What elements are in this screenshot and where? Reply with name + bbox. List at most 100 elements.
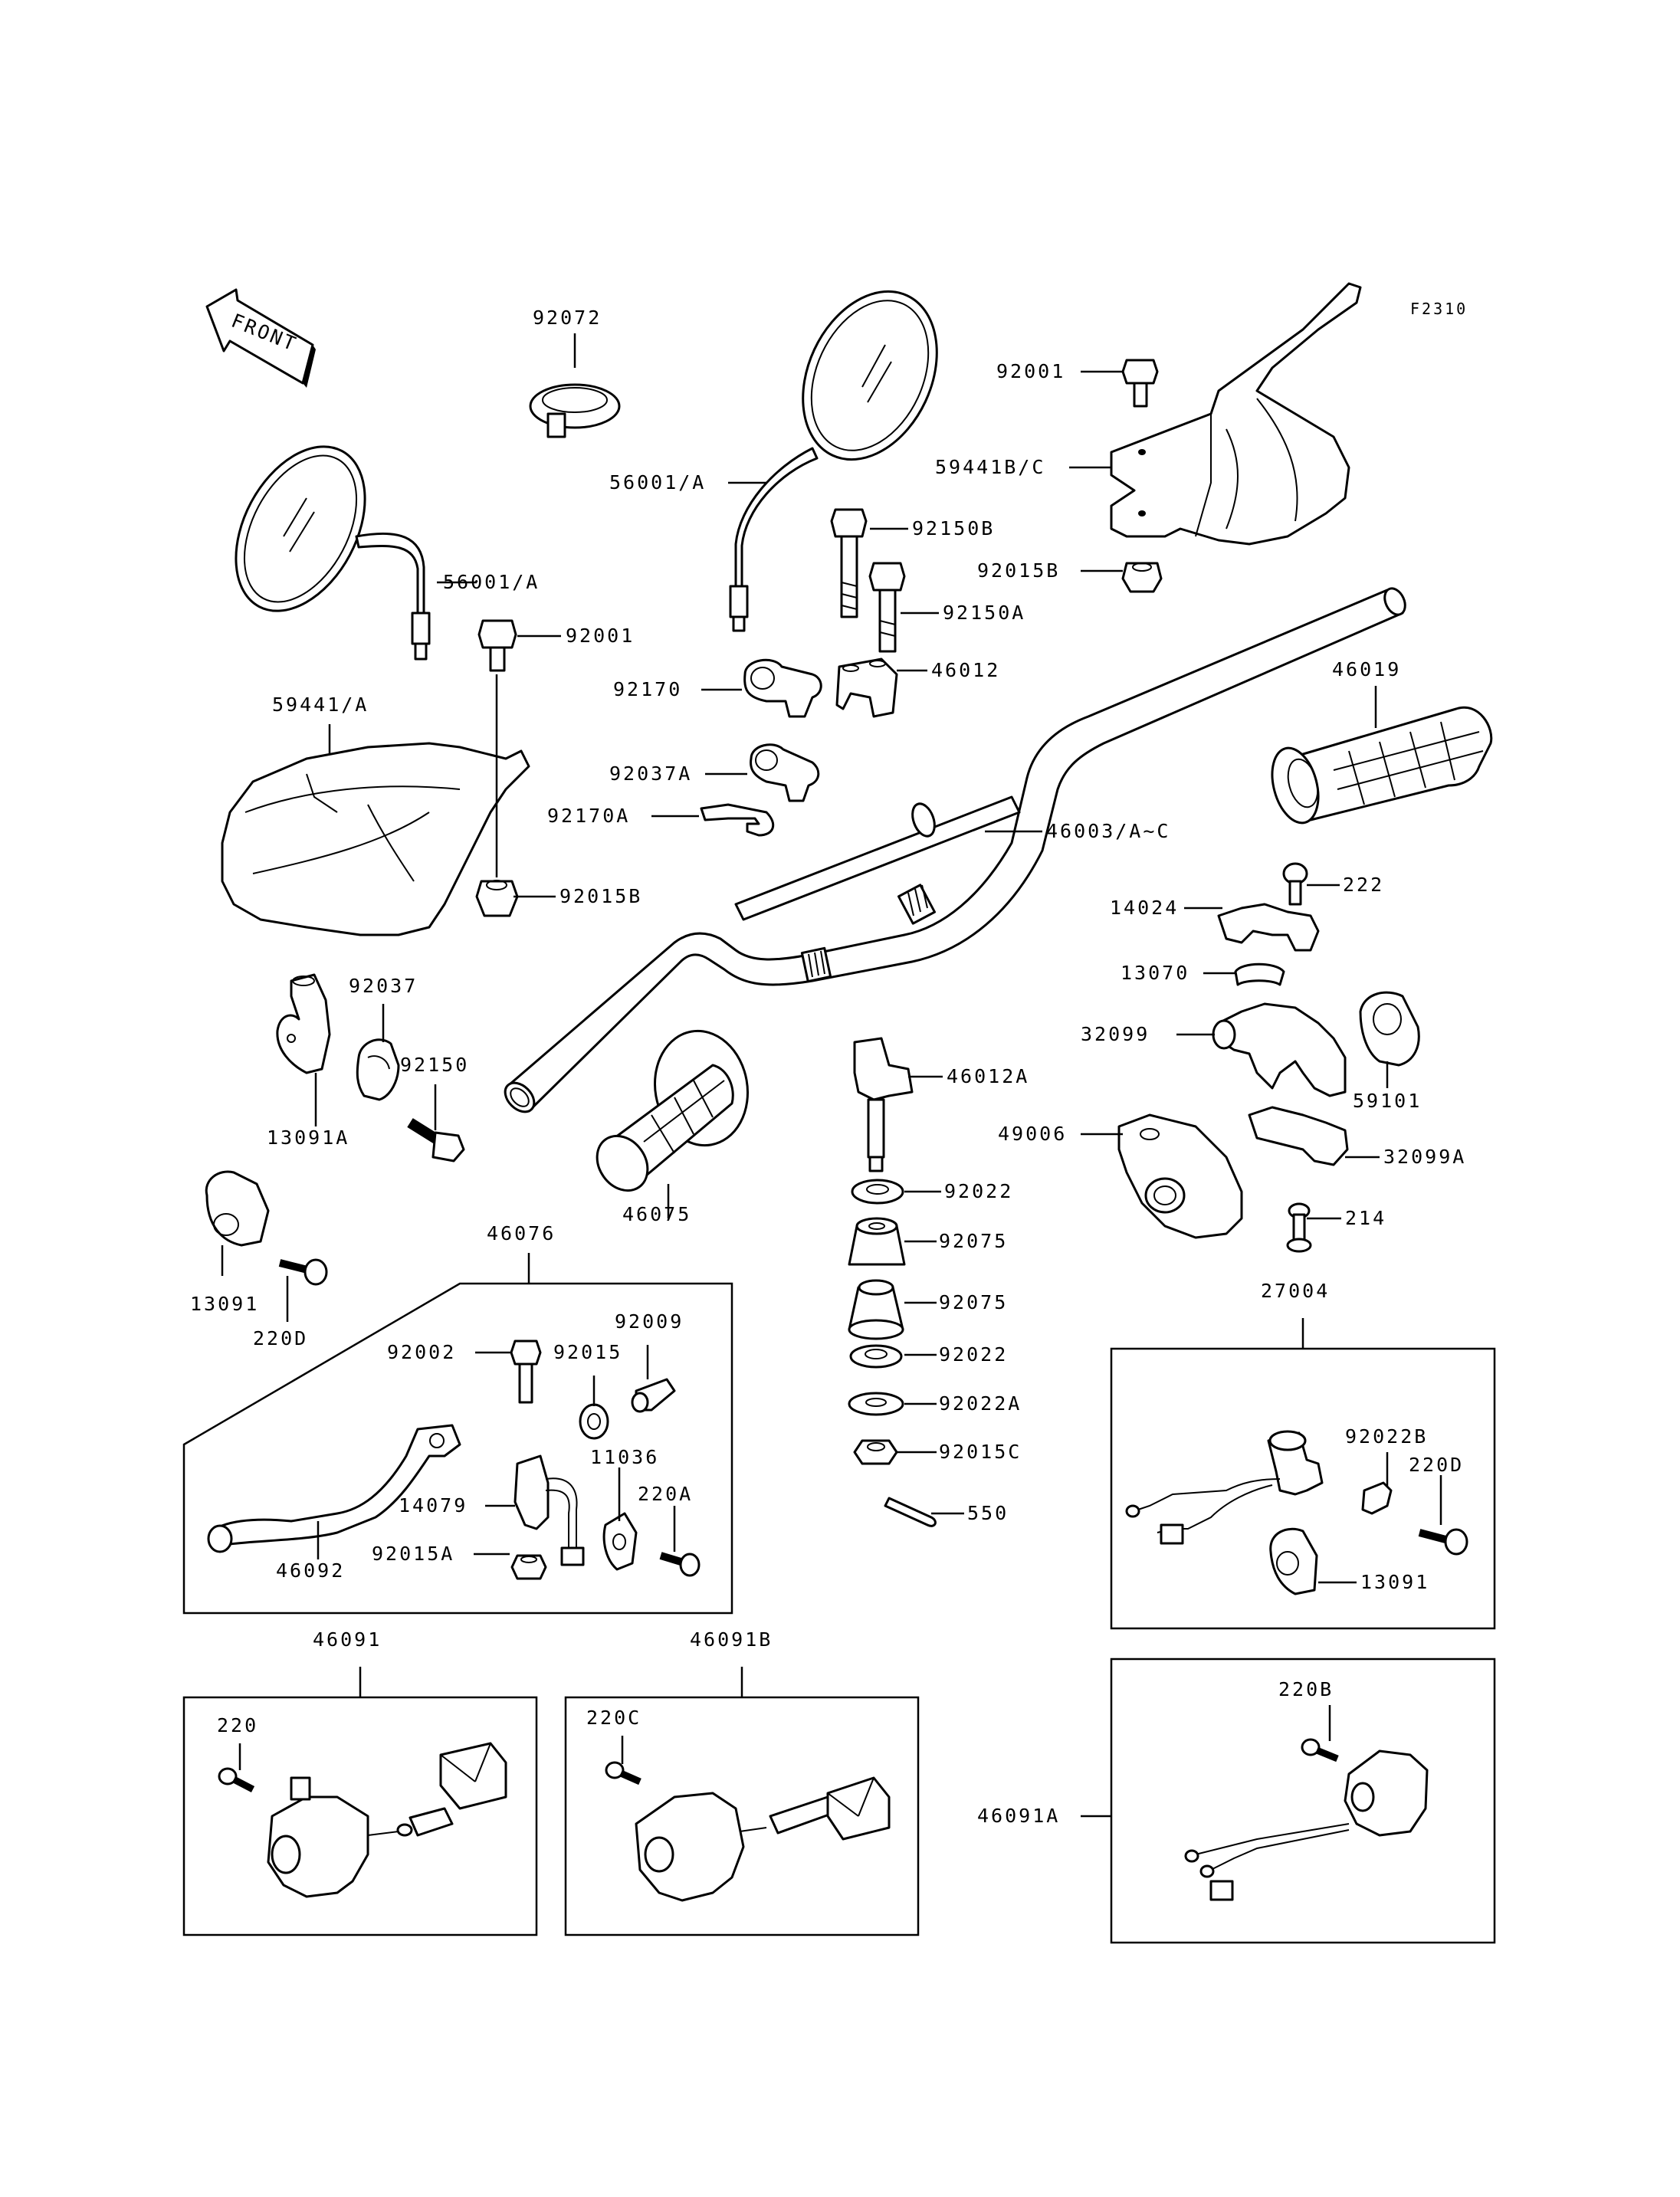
nut-92015b-top-part	[1121, 562, 1163, 593]
label-27004: 27004	[1261, 1280, 1330, 1302]
bolt-92150a-part	[868, 562, 906, 653]
mirror-left-part	[235, 445, 431, 661]
label-222: 222	[1343, 874, 1384, 896]
label-550: 550	[967, 1502, 1009, 1524]
screw-220d-right-part	[1418, 1528, 1468, 1556]
handlebar-part	[504, 587, 1406, 1113]
label-92037a: 92037A	[609, 762, 692, 785]
label-46075: 46075	[622, 1203, 691, 1225]
screw-220-part	[218, 1767, 255, 1792]
cap-59101-part	[1359, 991, 1420, 1067]
washer-92022-1-part	[851, 1179, 904, 1205]
screw-220b-part	[1301, 1738, 1339, 1763]
screw-222-part	[1282, 862, 1308, 906]
part-labels: 92072 56001/A 56001/A 92001 59441B/C 921…	[190, 307, 1466, 1827]
bolt-92002-part	[510, 1340, 542, 1404]
clamp-92037-part	[356, 1038, 400, 1101]
grip-46075-part	[596, 1029, 750, 1192]
lever-assembly-box	[182, 1282, 733, 1615]
label-92015c: 92015C	[939, 1441, 1022, 1463]
label-56001a-top: 56001/A	[609, 471, 706, 494]
bracket-13091a-part	[276, 973, 331, 1074]
label-46091b: 46091B	[690, 1628, 773, 1651]
label-13091-left: 13091	[190, 1293, 259, 1315]
pin-550-part	[884, 1497, 937, 1527]
screw-220a-part	[659, 1552, 701, 1577]
washer-13070-part	[1234, 962, 1285, 986]
label-220: 220	[217, 1714, 258, 1736]
switch-46091-part	[267, 1742, 507, 1898]
leader-lines	[221, 333, 1442, 1818]
label-220d-left: 220D	[253, 1327, 308, 1349]
nut-92015a-part	[510, 1554, 547, 1580]
label-46012: 46012	[931, 659, 1000, 681]
housing-32099-part	[1212, 1002, 1347, 1097]
label-92170a: 92170A	[547, 805, 630, 827]
bracket-13091-part	[205, 1170, 270, 1247]
label-220a: 220A	[638, 1483, 693, 1505]
bolt-92001-top-part	[1121, 359, 1159, 408]
label-92015b-top: 92015B	[977, 559, 1060, 582]
label-92170: 92170	[613, 678, 682, 700]
grip-46019-part	[1271, 706, 1493, 825]
label-92022-1: 92022	[944, 1180, 1013, 1202]
switch-46091b-part	[635, 1776, 891, 1902]
adjuster-92009-part	[631, 1378, 676, 1413]
switch-14079-part	[514, 1454, 585, 1566]
clip-92022b-part	[1361, 1481, 1393, 1515]
screw-220c-part	[605, 1761, 641, 1785]
label-92150b: 92150B	[912, 517, 995, 539]
label-92150a: 92150A	[943, 602, 1025, 624]
clamp-92037a-part	[750, 743, 820, 802]
bolt-92150b-part	[830, 508, 868, 618]
label-92075-1: 92075	[939, 1230, 1008, 1252]
label-92009: 92009	[615, 1310, 684, 1333]
holder-27004-part	[1125, 1430, 1324, 1545]
label-46076: 46076	[487, 1222, 556, 1244]
handguard-right-part	[1110, 282, 1362, 546]
label-49006: 49006	[998, 1123, 1067, 1145]
switch-46091a-part	[1184, 1749, 1429, 1901]
label-59441a: 59441/A	[272, 694, 369, 716]
lever-46092-part	[207, 1424, 461, 1553]
label-92075-2: 92075	[939, 1291, 1008, 1313]
mirror-right-part	[729, 290, 938, 632]
label-92002: 92002	[387, 1341, 456, 1363]
label-92022b: 92022B	[1345, 1425, 1428, 1448]
label-56001a-left: 56001/A	[443, 571, 540, 593]
screw-214-part	[1286, 1202, 1312, 1253]
front-arrow-icon: FRONT	[205, 288, 316, 388]
clip-92170a-part	[700, 803, 775, 837]
bolt-92150-part	[407, 1118, 465, 1162]
diagram-code: F2310	[1410, 300, 1468, 318]
label-46091: 46091	[313, 1628, 382, 1651]
label-220b: 220B	[1278, 1678, 1334, 1700]
label-92001-left: 92001	[566, 625, 635, 647]
holder-46012-part	[835, 657, 898, 718]
damper-92075-2-part	[848, 1279, 904, 1340]
label-92022-2: 92022	[939, 1343, 1008, 1366]
label-11036: 11036	[590, 1446, 659, 1468]
label-92037: 92037	[349, 975, 418, 997]
bracket-13091-right-part	[1269, 1527, 1318, 1595]
label-214: 214	[1345, 1207, 1386, 1229]
label-13070: 13070	[1121, 962, 1189, 984]
nut-92015c-part	[853, 1439, 898, 1465]
label-46091a: 46091A	[977, 1805, 1060, 1827]
cover-14024-part	[1217, 903, 1320, 952]
bracket-11036-part	[602, 1512, 638, 1571]
label-59101: 59101	[1353, 1090, 1422, 1112]
clamp-92170-part	[743, 658, 822, 718]
label-92072: 92072	[533, 307, 602, 329]
label-14079: 14079	[399, 1494, 468, 1517]
holder-46012a-part	[853, 1037, 914, 1172]
label-220d-right: 220D	[1409, 1454, 1464, 1476]
adjuster-92015-part	[579, 1403, 609, 1440]
clip-part	[529, 383, 621, 438]
label-220c: 220C	[586, 1707, 641, 1729]
label-59441bc: 59441B/C	[935, 456, 1045, 478]
switch-46091a-box	[1110, 1658, 1496, 1944]
label-13091a: 13091A	[267, 1126, 349, 1149]
label-32099a: 32099A	[1383, 1146, 1466, 1168]
